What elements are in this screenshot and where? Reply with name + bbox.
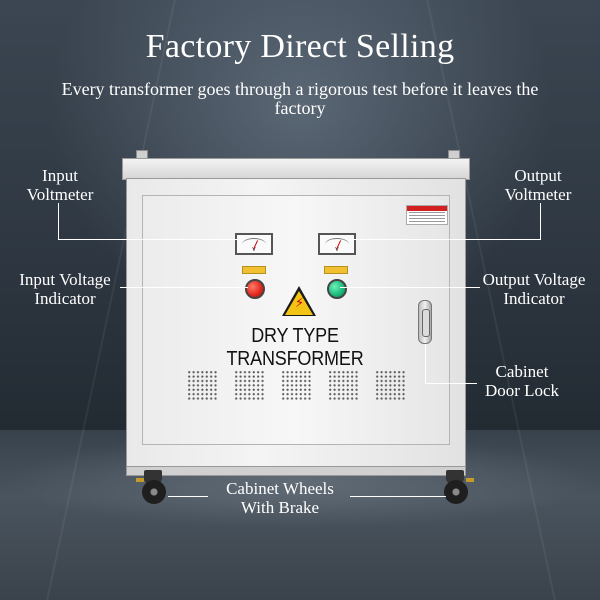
callout-line [58, 203, 59, 240]
callout-line [540, 203, 541, 240]
ventilation-grille [281, 370, 311, 400]
cabinet-wheel [440, 470, 474, 506]
callout-line [120, 287, 248, 288]
callout-line [340, 287, 480, 288]
ventilation-grille [187, 370, 217, 400]
label-input-voltmeter: Input Voltmeter [26, 166, 94, 204]
page-title: Factory Direct Selling [145, 28, 455, 65]
input-indicator-plate [242, 266, 266, 274]
label-output-voltage-indicator: Output Voltage Indicator [482, 270, 586, 308]
lightning-bolt-icon: ⚡ [295, 296, 305, 311]
cabinet-base [126, 466, 466, 476]
input-voltage-indicator-lamp [245, 279, 265, 299]
callout-line [350, 496, 446, 497]
cabinet-wheel [136, 470, 170, 506]
product-nameplate: DRY TYPE TRANSFORMER [226, 325, 364, 370]
ventilation-grille [234, 370, 264, 400]
label-cabinet-door-lock: Cabinet Door Lock [484, 362, 560, 400]
callout-line [352, 239, 540, 240]
output-indicator-plate [324, 266, 348, 274]
input-voltmeter: V [235, 233, 273, 255]
label-output-voltmeter: Output Voltmeter [504, 166, 572, 204]
ventilation-grille [375, 370, 405, 400]
high-voltage-warning-fill [285, 291, 313, 315]
callout-line [58, 239, 238, 240]
cabinet-door-lock [418, 300, 432, 344]
cabinet-top-cover [122, 158, 470, 180]
page-subtitle: Every transformer goes through a rigorou… [61, 79, 539, 118]
callout-line [425, 344, 426, 384]
ventilation-grille [328, 370, 358, 400]
callout-line [168, 496, 208, 497]
cabinet-door [142, 195, 450, 445]
callout-line [425, 383, 477, 384]
output-voltmeter: V [318, 233, 356, 255]
label-cabinet-wheels: Cabinet Wheels With Brake [226, 479, 334, 517]
output-voltage-indicator-lamp [327, 279, 347, 299]
warning-sticker [406, 205, 448, 225]
label-input-voltage-indicator: Input Voltage Indicator [19, 270, 111, 308]
